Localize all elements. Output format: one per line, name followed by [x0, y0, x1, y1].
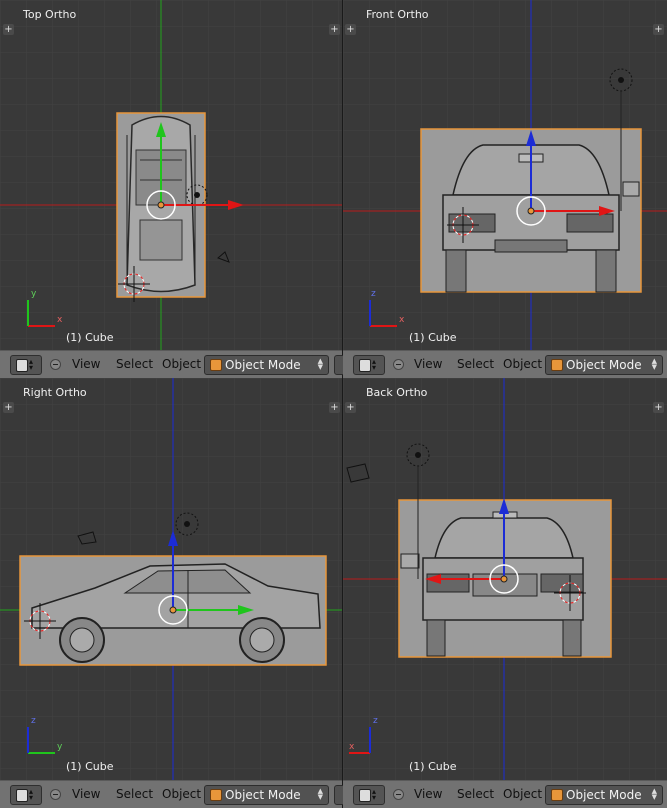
camera-icon: [346, 463, 370, 483]
menu-object[interactable]: Object: [162, 787, 202, 801]
add-region-icon[interactable]: +: [3, 24, 14, 35]
object-mode-icon: [210, 789, 222, 801]
menu-view[interactable]: View: [72, 787, 101, 801]
3d-view-icon: [16, 359, 28, 372]
menu-select[interactable]: Select: [116, 787, 154, 801]
add-region-icon[interactable]: +: [345, 24, 356, 35]
collapse-menus-icon[interactable]: [50, 789, 61, 800]
chevron-updown-icon: ▲▼: [317, 357, 323, 371]
viewport-title: Right Ortho: [23, 386, 87, 399]
editor-type-button[interactable]: ▴▾: [353, 785, 385, 805]
chevron-updown-icon: ▲▼: [651, 787, 657, 801]
add-region-icon[interactable]: +: [345, 402, 356, 413]
add-region-icon[interactable]: +: [653, 402, 664, 413]
front-ortho-scene[interactable]: [343, 0, 667, 350]
axis-gizmo: [27, 727, 55, 754]
active-object-label: (1) Cube: [66, 331, 114, 344]
active-object-label: (1) Cube: [66, 760, 114, 773]
chevron-updown-icon: ▴▾: [372, 357, 377, 372]
3d-view-icon: [16, 789, 28, 802]
axis-label-v: z: [31, 716, 36, 726]
mode-select[interactable]: Object Mode▲▼: [545, 785, 663, 805]
menu-view[interactable]: View: [414, 357, 443, 371]
viewport-front-ortho[interactable]: Front Ortho + + z x (1) Cube: [343, 0, 667, 350]
active-object-label: (1) Cube: [409, 760, 457, 773]
chevron-updown-icon: ▲▼: [651, 357, 657, 371]
transform-manipulator: [146, 122, 244, 220]
mode-select[interactable]: Object Mode▲▼: [545, 355, 663, 375]
collapse-menus-icon[interactable]: [393, 789, 404, 800]
chevron-updown-icon: ▲▼: [317, 787, 323, 801]
axis-label-h: x: [349, 742, 355, 752]
viewport-title: Back Ortho: [366, 386, 428, 399]
viewport-right-ortho[interactable]: Right Ortho + + z y (1) Cube: [0, 378, 342, 780]
menu-view[interactable]: View: [414, 787, 443, 801]
3d-cursor-icon: [118, 266, 150, 302]
axis-gizmo: [27, 300, 55, 327]
object-mode-icon: [210, 359, 222, 371]
viewport-header-right: ▴▾ View Select Object Object Mode▲▼: [0, 780, 344, 808]
viewport-title: Top Ortho: [23, 8, 77, 21]
axis-label-h: x: [57, 315, 63, 325]
right-ortho-scene[interactable]: [0, 378, 342, 780]
add-region-icon[interactable]: +: [329, 24, 340, 35]
collapse-menus-icon[interactable]: [393, 359, 404, 370]
axis-label-v: z: [373, 716, 378, 726]
transform-manipulator: [158, 530, 254, 625]
lamp-icon: [186, 184, 208, 206]
lamp-icon: [609, 68, 633, 211]
camera-icon: [77, 531, 97, 545]
mode-select[interactable]: Object Mode▲▼: [204, 785, 329, 805]
add-region-icon[interactable]: +: [653, 24, 664, 35]
axis-label-h: y: [57, 742, 63, 752]
add-region-icon[interactable]: +: [3, 402, 14, 413]
menu-object[interactable]: Object: [162, 357, 202, 371]
menu-select[interactable]: Select: [457, 787, 495, 801]
3d-cursor-icon: [24, 603, 56, 639]
viewport-top-ortho[interactable]: Top Ortho + + y x (1) Cube: [0, 0, 342, 350]
object-mode-icon: [551, 789, 563, 801]
axis-label-v: y: [31, 289, 37, 299]
top-ortho-scene[interactable]: [0, 0, 342, 350]
3d-view-icon: [359, 359, 371, 372]
3d-cursor-icon: [554, 575, 586, 611]
editor-type-button[interactable]: ▴▾: [353, 355, 385, 375]
back-ortho-scene[interactable]: [343, 378, 667, 780]
chevron-updown-icon: ▴▾: [29, 357, 34, 372]
viewport-header-back: ▴▾ View Select Object Object Mode▲▼: [343, 780, 667, 808]
axis-label-v: z: [371, 289, 376, 299]
lamp-icon: [175, 512, 199, 536]
mode-select[interactable]: Object Mode▲▼: [204, 355, 329, 375]
camera-icon: [217, 251, 230, 263]
add-region-icon[interactable]: +: [329, 402, 340, 413]
viewport-header-top: ▴▾ View Select Object Object Mode▲▼: [0, 350, 344, 378]
menu-select[interactable]: Select: [116, 357, 154, 371]
axis-gizmo: [349, 727, 371, 754]
axis-label-h: x: [399, 315, 405, 325]
menu-object[interactable]: Object: [503, 787, 543, 801]
collapse-menus-icon[interactable]: [50, 359, 61, 370]
active-object-label: (1) Cube: [409, 331, 457, 344]
menu-view[interactable]: View: [72, 357, 101, 371]
menu-object[interactable]: Object: [503, 357, 543, 371]
transform-manipulator: [516, 130, 615, 226]
chevron-updown-icon: ▴▾: [372, 787, 377, 802]
editor-type-button[interactable]: ▴▾: [10, 785, 42, 805]
menu-select[interactable]: Select: [457, 357, 495, 371]
lamp-icon: [406, 443, 430, 579]
axis-gizmo: [369, 300, 397, 327]
viewport-title: Front Ortho: [366, 8, 429, 21]
viewport-back-ortho[interactable]: Back Ortho + + z x (1) Cube: [343, 378, 667, 780]
3d-cursor-icon: [447, 207, 479, 243]
object-mode-icon: [551, 359, 563, 371]
viewport-header-front: ▴▾ View Select Object Object Mode▲▼: [343, 350, 667, 378]
transform-manipulator: [425, 498, 519, 594]
chevron-updown-icon: ▴▾: [29, 787, 34, 802]
editor-type-button[interactable]: ▴▾: [10, 355, 42, 375]
3d-view-icon: [359, 789, 371, 802]
